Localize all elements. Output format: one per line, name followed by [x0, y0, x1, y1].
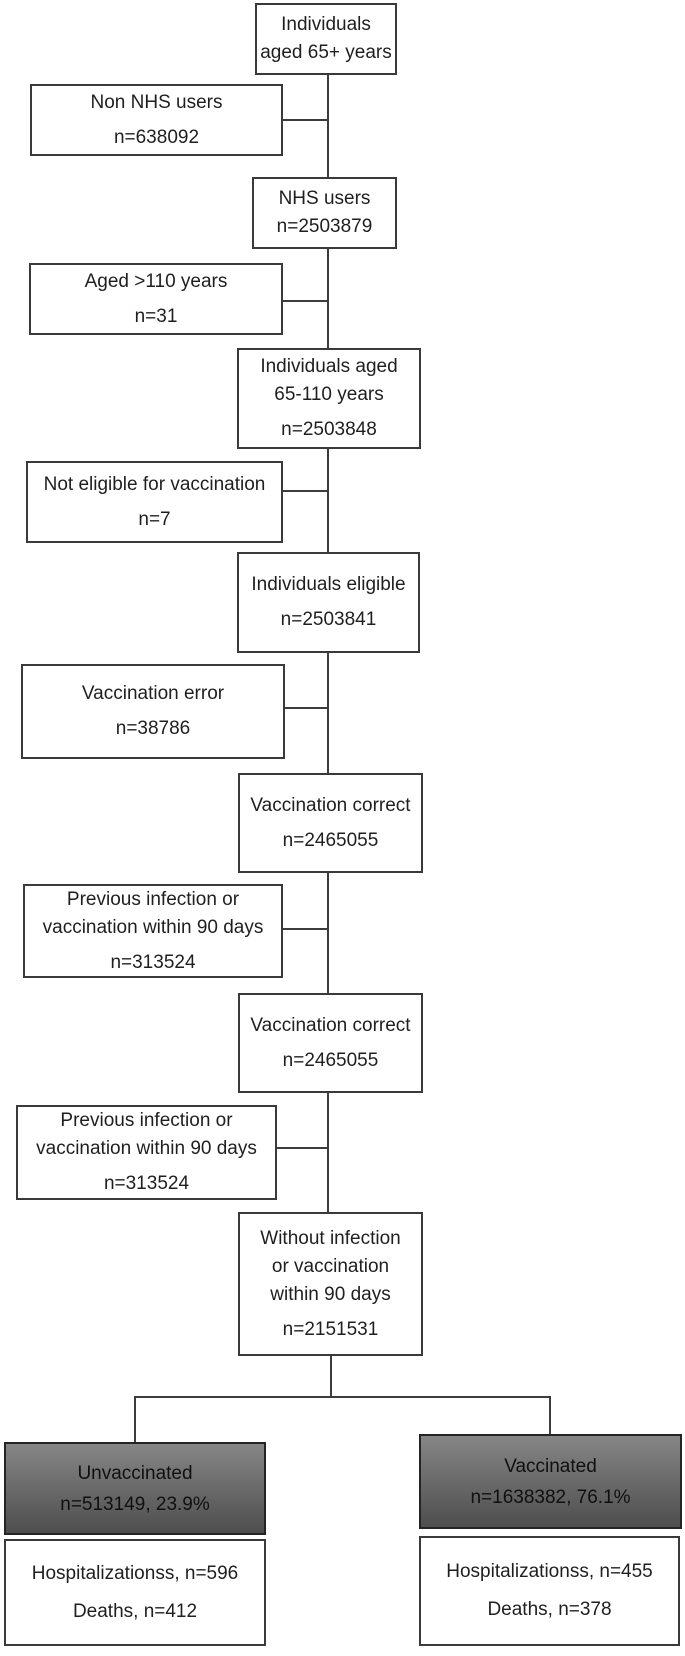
box-text: Aged >110 years: [84, 270, 228, 292]
connector-drop-unvaccinated: [134, 1396, 136, 1442]
box-count: n=638092: [113, 126, 200, 148]
box-text: Not eligible for vaccination: [43, 473, 266, 495]
box-previous-infection-1: Previous infection or vaccination within…: [23, 884, 283, 978]
box-text: Previous infection or: [66, 888, 240, 910]
box-text: Individuals aged: [260, 356, 398, 377]
connector-trunk-2: [327, 249, 329, 348]
box-text: Deaths, n=412: [72, 1600, 198, 1622]
box-individuals-65-110: Individuals aged 65-110 years n=2503848: [237, 348, 421, 449]
connector-side-previous-infection-1: [283, 928, 328, 930]
box-vaccinated: Vaccinated n=1638382, 76.1%: [419, 1434, 682, 1529]
box-text: Vaccination error: [81, 683, 225, 704]
box-text: Individuals eligible: [251, 574, 406, 595]
box-aged-over-110: Aged >110 years n=31: [29, 263, 283, 335]
box-count: n=2465055: [282, 1049, 379, 1071]
box-previous-infection-2: Previous infection or vaccination within…: [16, 1105, 277, 1200]
connector-side-non-nhs: [283, 119, 328, 121]
box-vaccination-correct-1: Vaccination correct n=2465055: [238, 773, 423, 873]
box-count: n=38786: [115, 718, 191, 739]
box-individuals-65plus: Individuals aged 65+ years: [255, 3, 397, 75]
box-not-eligible: Not eligible for vaccination n=7: [26, 461, 283, 543]
box-vaccination-error: Vaccination error n=38786: [21, 664, 285, 759]
box-count: n=2503841: [280, 609, 377, 630]
connector-branch-split: [134, 1396, 551, 1398]
connector-drop-vaccinated: [549, 1396, 551, 1436]
box-count: n=2503848: [281, 419, 377, 440]
box-text: Vaccination correct: [250, 1014, 411, 1036]
box-text: Hospitalizationss, n=455: [446, 1561, 653, 1582]
box-individuals-eligible: Individuals eligible n=2503841: [237, 552, 420, 653]
box-text: 65-110 years: [274, 384, 384, 405]
connector-side-previous-infection-2: [277, 1147, 328, 1149]
connector-side-vaccination-error: [285, 707, 328, 709]
connector-trunk-7: [330, 1356, 332, 1398]
box-text: Hospitalizationss, n=596: [31, 1562, 239, 1584]
box-vaccination-correct-2: Vaccination correct n=2465055: [238, 993, 423, 1093]
box-text: vaccination within 90 days: [42, 916, 264, 938]
box-text: Vaccinated: [504, 1455, 597, 1477]
box-text: NHS users: [278, 188, 371, 209]
box-count: n=1638382, 76.1%: [470, 1486, 631, 1508]
connector-trunk-6: [327, 1093, 329, 1212]
box-count: n=2151531: [282, 1318, 379, 1340]
box-count: n=7: [138, 508, 171, 530]
box-nhs-users: NHS users n=2503879: [252, 177, 397, 249]
connector-trunk-1: [327, 75, 329, 177]
connector-trunk-3: [327, 449, 329, 552]
box-text: Unvaccinated: [77, 1462, 193, 1484]
box-text: Non NHS users: [90, 91, 223, 113]
box-text: Individuals: [281, 14, 371, 35]
box-text: Vaccination correct: [250, 794, 411, 816]
box-count: n=513149, 23.9%: [60, 1493, 210, 1515]
box-non-nhs-users: Non NHS users n=638092: [30, 84, 283, 156]
box-text: aged 65+ years: [260, 42, 392, 63]
connector-trunk-4: [327, 653, 329, 773]
box-unvaccinated: Unvaccinated n=513149, 23.9%: [4, 1442, 266, 1535]
box-text: or vaccination: [271, 1255, 390, 1277]
box-text: vaccination within 90 days: [36, 1138, 257, 1159]
box-vaccinated-outcomes: Hospitalizationss, n=455 Deaths, n=378: [419, 1536, 680, 1646]
box-count: n=313524: [103, 1173, 190, 1194]
box-count: n=2465055: [282, 829, 379, 851]
box-count: n=31: [134, 305, 178, 327]
box-text: Previous infection or: [60, 1110, 233, 1131]
box-text: within 90 days: [270, 1283, 391, 1305]
box-without-infection: Without infection or vaccination within …: [238, 1212, 423, 1356]
box-unvaccinated-outcomes: Hospitalizationss, n=596 Deaths, n=412: [4, 1539, 266, 1646]
connector-trunk-5: [327, 873, 329, 993]
box-count: n=2503879: [276, 216, 373, 237]
box-text: Deaths, n=378: [487, 1599, 612, 1620]
connector-side-aged-110: [283, 300, 328, 302]
box-text: Without infection: [260, 1227, 401, 1249]
connector-side-not-eligible: [283, 490, 328, 492]
box-count: n=313524: [110, 951, 196, 973]
